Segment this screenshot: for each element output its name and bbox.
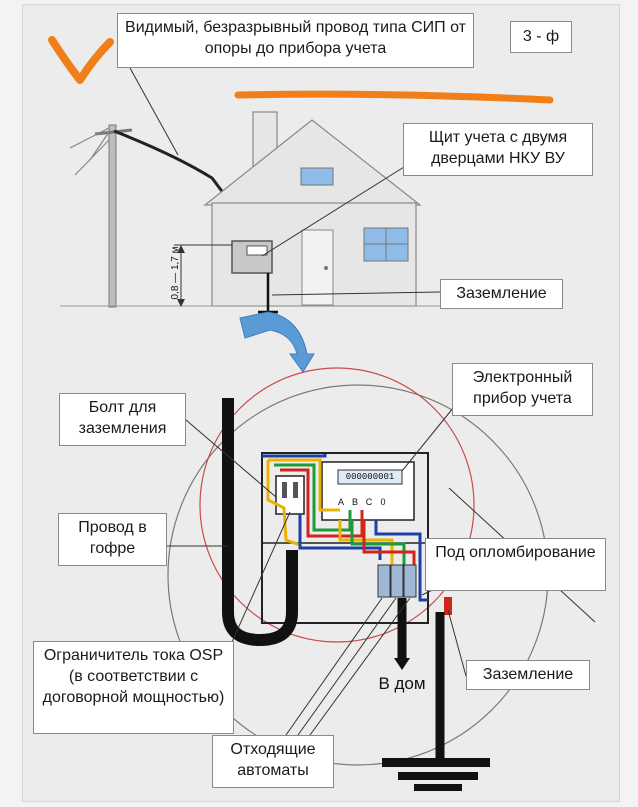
- height-label: 0,8 — 1,7 м: [170, 246, 181, 300]
- grounding-top-label: Заземление: [440, 279, 563, 309]
- outgoing-breakers: [377, 564, 417, 598]
- meter-display-value: 000000001: [345, 472, 395, 482]
- to-house-label: В дом: [378, 674, 426, 693]
- corrugated-cable: [222, 398, 298, 647]
- wire-neutral: [262, 454, 382, 560]
- meter-display: [337, 469, 403, 485]
- terminal-b: B: [351, 497, 358, 507]
- house: [203, 111, 422, 307]
- sip-wire: [113, 129, 234, 291]
- grounding-top-leader: [271, 291, 441, 296]
- zoom-circle-inner: [199, 367, 475, 643]
- orange-check-mark: [48, 36, 114, 84]
- grounding-bottom-label: Заземление: [466, 660, 590, 690]
- wire-phase-b: [274, 463, 352, 532]
- wire-phase-c: [280, 468, 364, 538]
- terminal-c: C: [365, 497, 373, 507]
- meter-box-small: [231, 240, 278, 322]
- terminal-a: A: [337, 497, 344, 507]
- meter-box-leader: [261, 161, 413, 257]
- terminal-0: 0: [380, 497, 386, 507]
- meter-box-label: Щит учета с двумя дверцами НКУ ВУ: [403, 123, 593, 176]
- outgoing-breakers-label: Отходящие автоматы: [212, 735, 334, 788]
- orange-underline: [234, 90, 554, 104]
- zoom-arrow: [239, 311, 315, 373]
- corrugated-wire-label: Провод в гофре: [58, 513, 167, 566]
- ground-bolt-label: Болт для заземления: [59, 393, 186, 446]
- phase-label: 3 - ф: [510, 21, 572, 53]
- electronic-meter-label: Электронный прибор учета: [452, 363, 593, 416]
- utility-pole: [69, 124, 133, 308]
- sip-leader-line: [129, 67, 179, 156]
- input-breaker-block: [275, 475, 305, 515]
- sealing-marker: [444, 597, 452, 615]
- sip-wire-label: Видимый, безразрывный провод типа СИП от…: [117, 13, 474, 68]
- wire-phase-a: [266, 460, 301, 547]
- height-dimension: [174, 244, 232, 307]
- output-arrow: [394, 658, 410, 670]
- grounding-electrode: [382, 612, 490, 791]
- sealing-label: Под опломбирование: [425, 538, 606, 591]
- limiter-label: Ограничитель тока OSP (в соответствии с …: [33, 641, 234, 734]
